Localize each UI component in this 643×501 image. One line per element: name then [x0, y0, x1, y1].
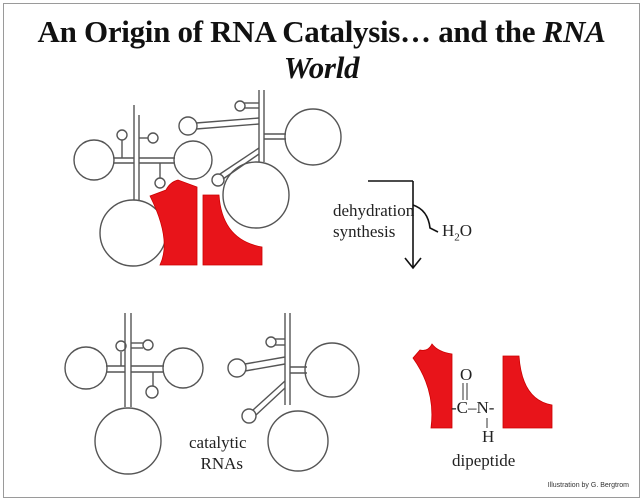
water-label: H2O — [442, 221, 473, 244]
dipeptide-residue-2 — [502, 355, 553, 429]
slide-frame — [3, 3, 640, 498]
amino-acid-2 — [202, 194, 263, 266]
illustration-credit: Illustration by G. Bergtrom — [547, 482, 629, 489]
carbonyl-o: O — [460, 365, 473, 384]
reaction-arrow — [368, 180, 439, 270]
slide-title: An Origin of RNA Catalysis… and the RNA … — [37, 14, 606, 85]
amide-h: H — [482, 427, 495, 446]
top-rna-2 — [178, 90, 342, 229]
peptide-bond: -C–N- — [451, 398, 495, 417]
amino-acid-1 — [149, 179, 198, 266]
top-rna-1 — [73, 105, 213, 267]
catalytic-rna-2 — [227, 313, 360, 472]
dipeptide-residue-1 — [412, 343, 453, 429]
catalytic-rna-1 — [64, 313, 204, 475]
dipeptide-label: dipeptide — [452, 451, 516, 470]
